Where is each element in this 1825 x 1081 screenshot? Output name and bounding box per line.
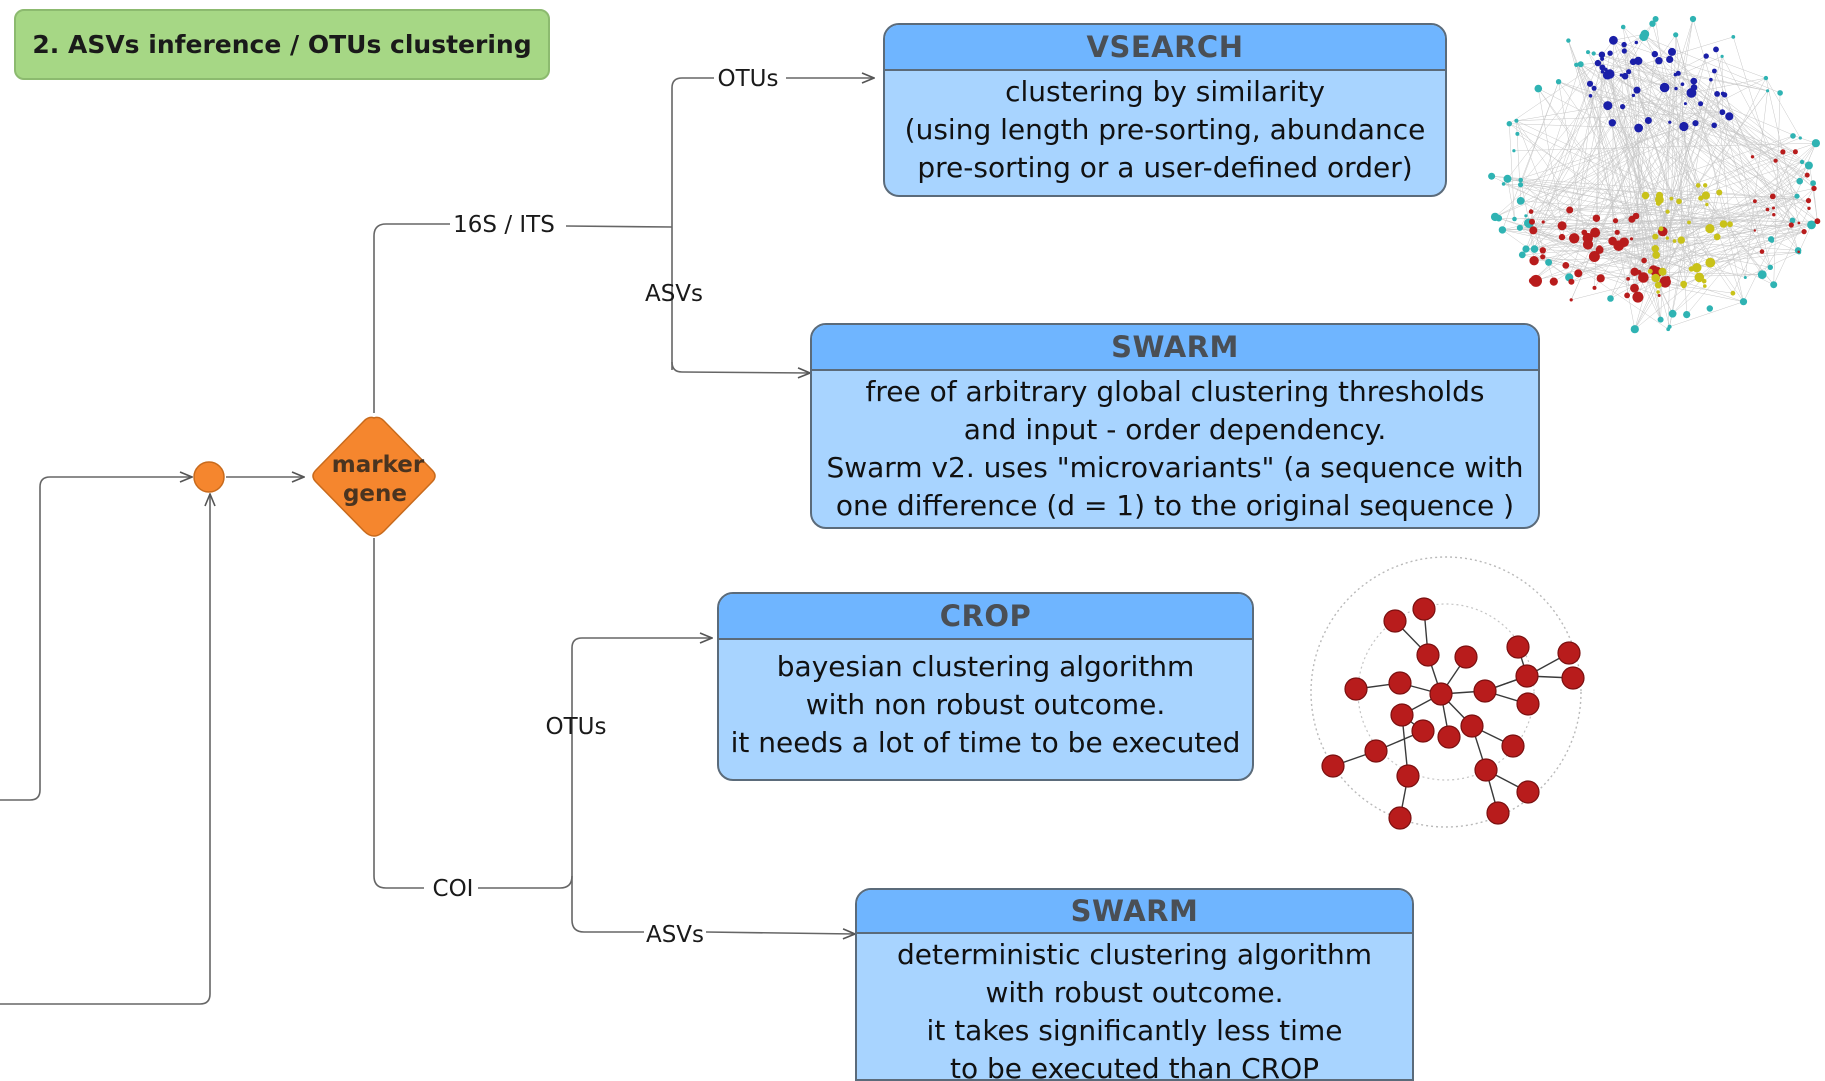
vsearch-card-body: clustering by similarity (using length p… <box>904 75 1426 184</box>
swarm-bottom-card-title: SWARM <box>857 890 1412 934</box>
vsearch-card-title: VSEARCH <box>885 25 1445 71</box>
connector-to-crop <box>571 638 712 649</box>
connector-in-lower <box>0 494 210 1005</box>
connector-to-swarm-top <box>671 361 810 373</box>
swarm-top-card-body: free of arbitrary global clustering thre… <box>826 375 1524 522</box>
merge-node <box>193 461 225 493</box>
edge-label-16s-its: 16S / ITS <box>453 212 555 238</box>
connector-to-swarm-bottom-a <box>571 919 644 933</box>
edge-label-otus-bottom: OTUs <box>546 714 607 740</box>
swarm-top-card-title: SWARM <box>812 325 1538 371</box>
marker-gene-decision: marker gene <box>312 416 436 537</box>
crop-card-body: bayesian clustering algorithm with non r… <box>730 650 1241 759</box>
edge-label-coi: COI <box>433 876 474 902</box>
section-title: 2. ASVs inference / OTUs clustering <box>14 9 550 80</box>
edge-label-otus-top: OTUs <box>718 66 779 92</box>
edge-label-asvs-bottom: ASVs <box>646 922 704 948</box>
cluster-outer-ring <box>1310 556 1582 828</box>
connector-its-to-split <box>565 225 673 228</box>
cluster-graph-icon <box>1310 556 1585 830</box>
vsearch-card: VSEARCH clustering by similarity (using … <box>883 23 1447 197</box>
swarm-top-card: SWARM free of arbitrary global clusterin… <box>810 323 1540 529</box>
connector-to-vsearch <box>671 77 714 89</box>
connector-in-upper <box>0 477 192 801</box>
crop-card-title: CROP <box>719 594 1252 640</box>
diamond-label-line1: marker <box>332 452 425 478</box>
connector-coi-to-split <box>478 875 573 889</box>
diamond-label-line2: gene <box>343 481 407 507</box>
connector-diamond-down <box>373 538 424 889</box>
swarm-bottom-card-body: deterministic clustering algorithm with … <box>896 938 1372 1081</box>
crop-card: CROP bayesian clustering algorithm with … <box>717 592 1254 781</box>
network-graph-icon <box>1488 15 1821 334</box>
connector-diamond-up <box>373 223 450 413</box>
swarm-bottom-card: SWARM deterministic clustering algorithm… <box>855 888 1414 1081</box>
connector-asvs-bottom <box>705 932 855 934</box>
edge-label-asvs-top: ASVs <box>645 281 703 307</box>
